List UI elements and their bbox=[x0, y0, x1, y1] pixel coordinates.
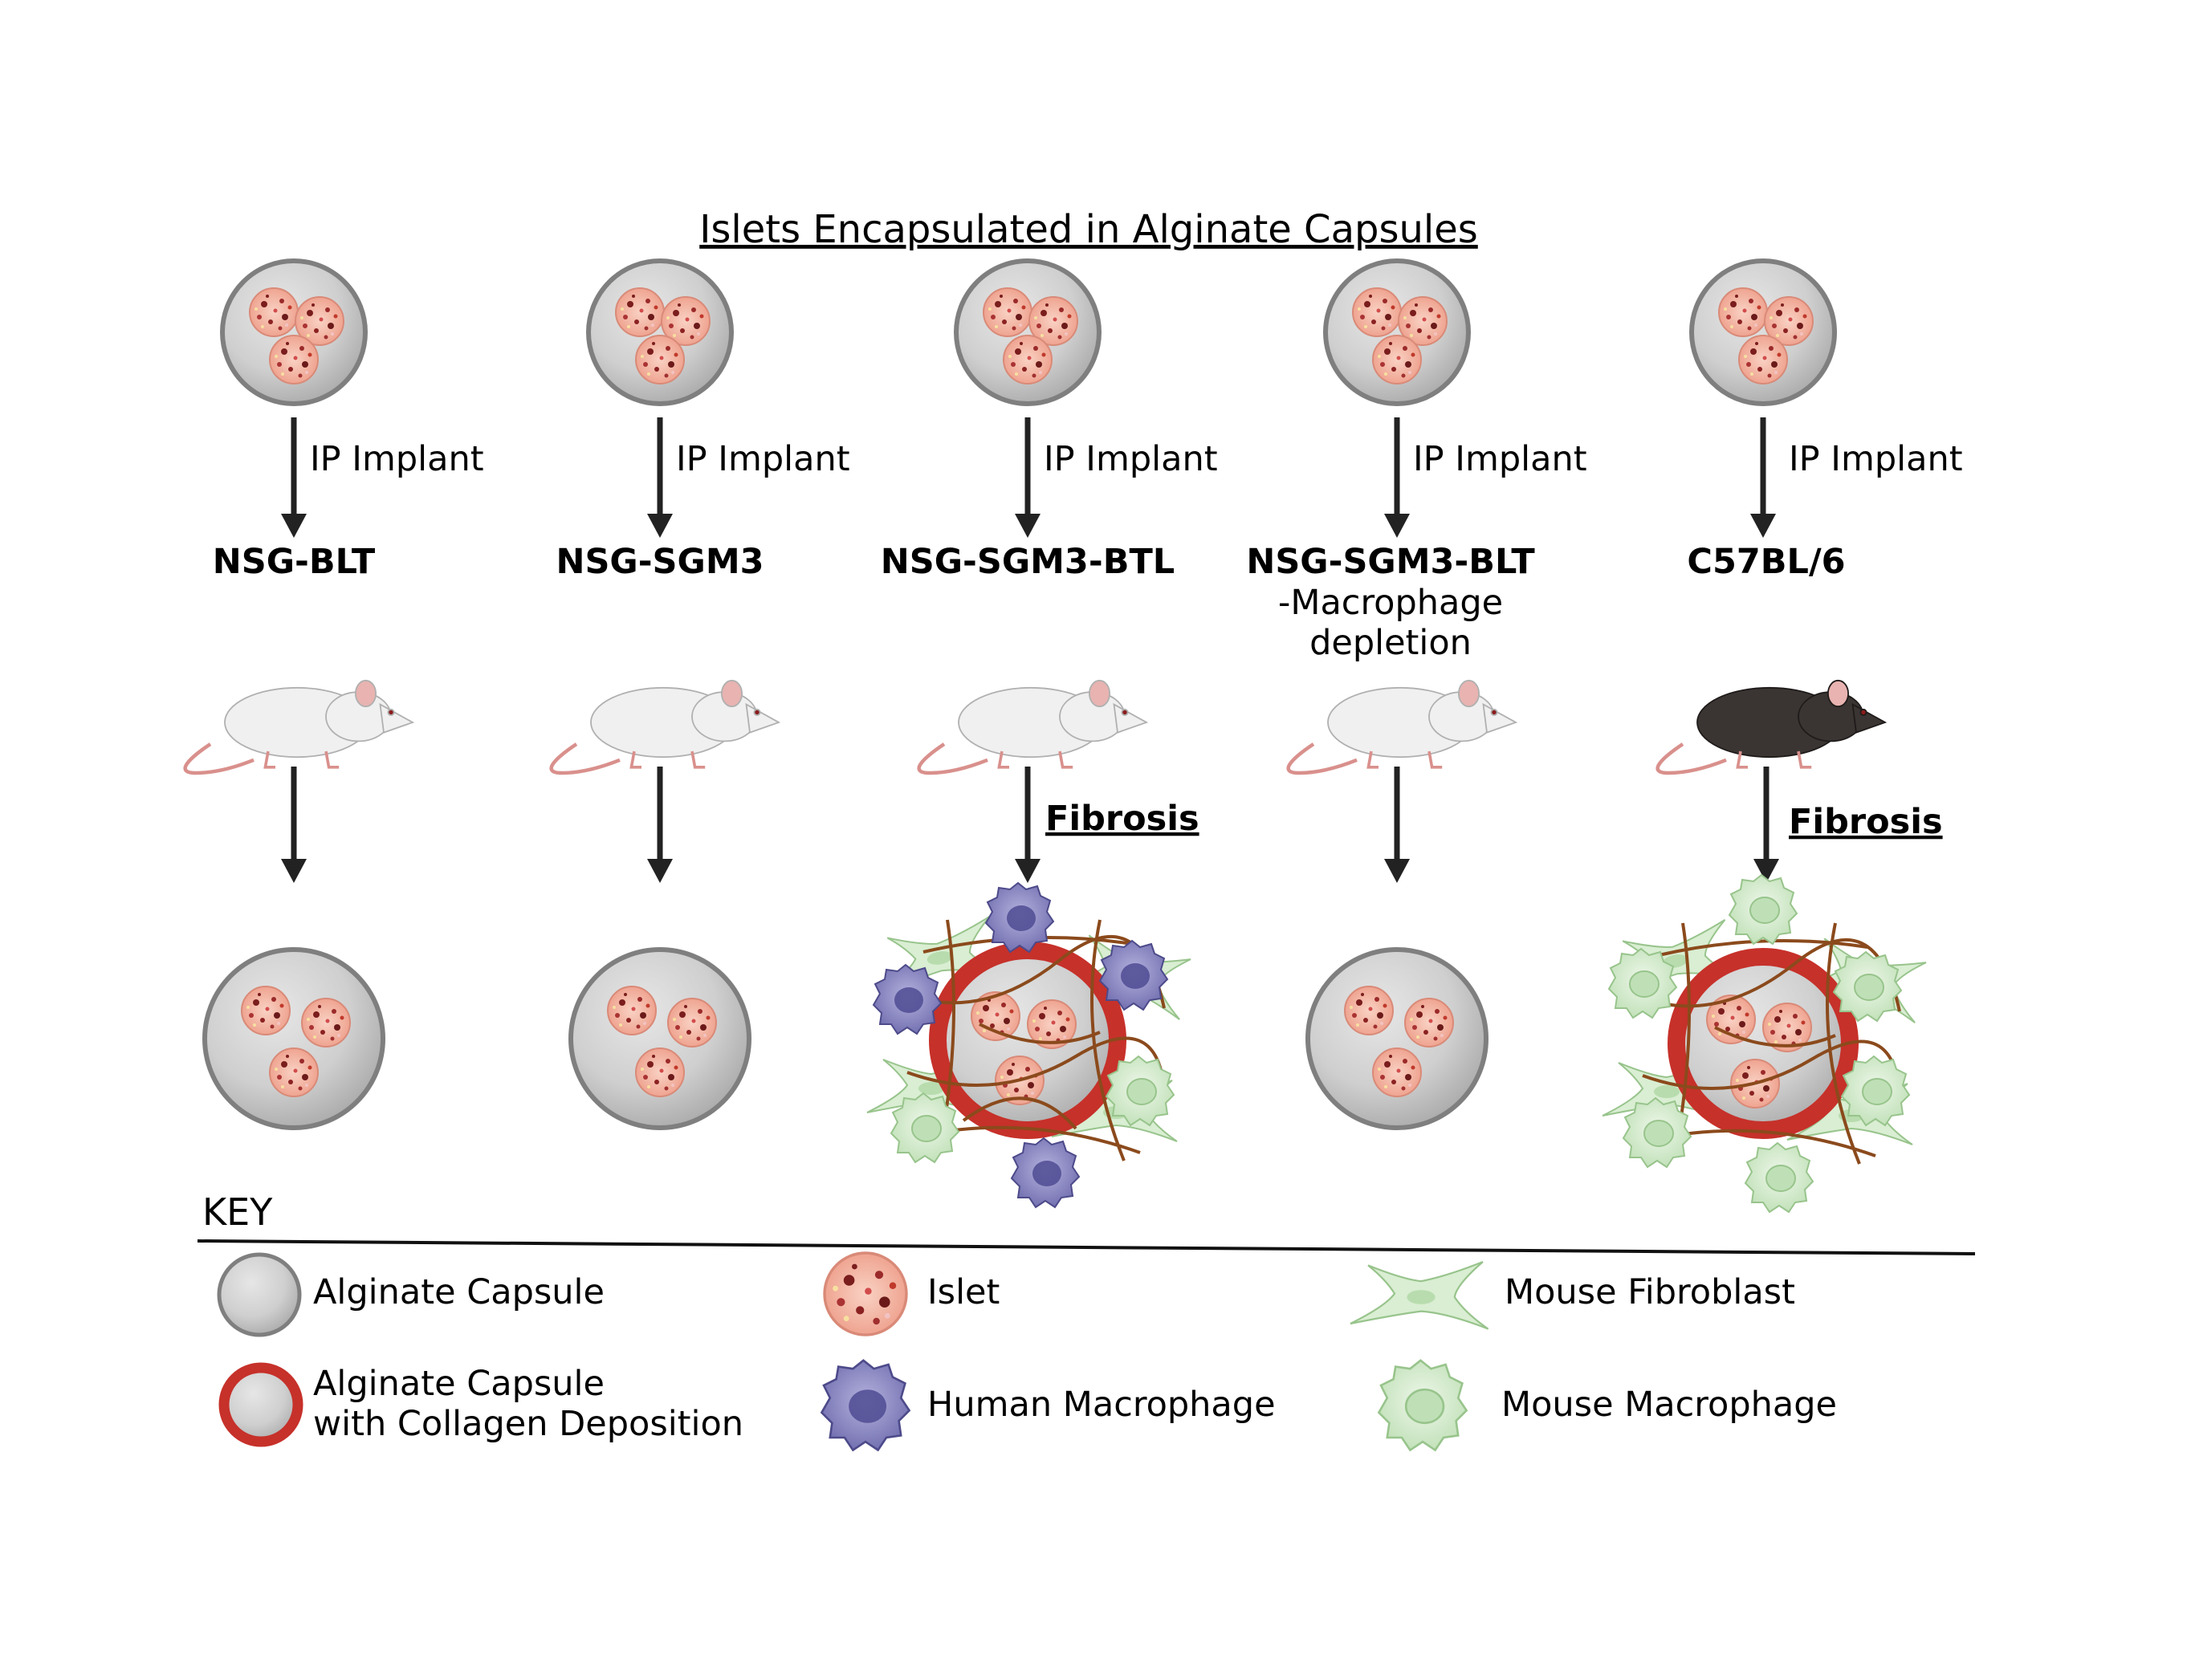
column-1: IP Implant NSG-BLT bbox=[185, 261, 484, 1128]
outcome-arrowhead-5 bbox=[1753, 859, 1779, 883]
collagen-fibers bbox=[1634, 922, 1901, 1165]
key-collagen-label-line2: with Collagen Deposition bbox=[313, 1404, 743, 1444]
strain-label-2: NSG-SGM3 bbox=[556, 542, 764, 582]
column-5: IP Implant C57BL/6 Fibrosis bbox=[1602, 261, 1963, 1213]
fibrosis-label-5: Fibrosis bbox=[1789, 802, 1943, 842]
human-macrophage bbox=[1011, 1137, 1080, 1208]
result-capsule-1 bbox=[205, 950, 383, 1128]
implant-label-3: IP Implant bbox=[1044, 439, 1218, 479]
key-islet-label: Islet bbox=[927, 1272, 1000, 1312]
human-macrophage bbox=[873, 964, 942, 1035]
strain-label-3: NSG-SGM3-BTL bbox=[881, 542, 1175, 582]
implant-arrowhead-3 bbox=[1015, 514, 1041, 538]
result-capsule-2 bbox=[571, 950, 749, 1128]
mouse-macrophage bbox=[1745, 1142, 1814, 1213]
fibrotic-capsule-3 bbox=[866, 882, 1196, 1208]
key-islet-icon bbox=[823, 1251, 908, 1336]
strain-label-1: NSG-BLT bbox=[213, 542, 376, 582]
implant-label-4: IP Implant bbox=[1413, 439, 1587, 479]
key-mouse-macrophage-label: Mouse Macrophage bbox=[1501, 1385, 1837, 1425]
key-title: KEY bbox=[202, 1190, 273, 1234]
strain-label-5: C57BL/6 bbox=[1687, 542, 1845, 582]
black-mouse-5 bbox=[1658, 681, 1885, 773]
implant-label-5: IP Implant bbox=[1789, 439, 1963, 479]
result-capsule-4 bbox=[1308, 950, 1486, 1128]
mouse-macrophage bbox=[1729, 874, 1798, 945]
key-mouse-fibroblast-icon bbox=[1349, 1260, 1489, 1330]
white-mouse-3 bbox=[919, 681, 1146, 773]
outcome-arrowhead-2 bbox=[647, 859, 673, 883]
key-mouse-fibroblast-label: Mouse Fibroblast bbox=[1505, 1272, 1795, 1312]
white-mouse-4 bbox=[1289, 681, 1516, 773]
key-collagen-capsule-icon bbox=[218, 1362, 303, 1447]
outcome-arrowhead-1 bbox=[281, 859, 307, 883]
implant-arrowhead-1 bbox=[281, 514, 307, 538]
key-human-macrophage-label: Human Macrophage bbox=[927, 1385, 1276, 1425]
strain-sub-label-4a: -Macrophage bbox=[1278, 583, 1503, 623]
top-capsule-4 bbox=[1326, 261, 1468, 404]
key-alginate-capsule-label: Alginate Capsule bbox=[313, 1272, 605, 1312]
white-mouse-1 bbox=[185, 681, 413, 773]
key-alginate-capsule-icon bbox=[217, 1252, 302, 1337]
implant-label-2: IP Implant bbox=[676, 439, 850, 479]
page-title: Islets Encapsulated in Alginate Capsules bbox=[699, 207, 1478, 252]
column-4: IP Implant NSG-SGM3-BLT -Macrophage depl… bbox=[1246, 261, 1587, 1128]
implant-label-1: IP Implant bbox=[310, 439, 484, 479]
key-divider bbox=[197, 1239, 1976, 1255]
outcome-arrowhead-3 bbox=[1015, 859, 1041, 883]
top-capsule-1 bbox=[222, 261, 365, 404]
key-section: KEY Alginate Capsule Alginate Capsule wi… bbox=[197, 1190, 1976, 1451]
key-human-macrophage-icon bbox=[821, 1359, 910, 1451]
key-mouse-macrophage-icon bbox=[1378, 1359, 1468, 1451]
outcome-arrowhead-4 bbox=[1384, 859, 1410, 883]
implant-arrowhead-4 bbox=[1384, 514, 1410, 538]
fibrosis-label-3: Fibrosis bbox=[1045, 799, 1199, 839]
top-capsule-2 bbox=[588, 261, 731, 404]
key-collagen-label-line1: Alginate Capsule bbox=[313, 1364, 605, 1404]
white-mouse-2 bbox=[552, 681, 779, 773]
column-2: IP Implant NSG-SGM3 bbox=[552, 261, 850, 1128]
top-capsule-3 bbox=[956, 261, 1099, 404]
top-capsule-5 bbox=[1692, 261, 1835, 404]
strain-sub-label-4b: depletion bbox=[1309, 623, 1472, 663]
implant-arrowhead-5 bbox=[1750, 514, 1776, 538]
strain-label-4: NSG-SGM3-BLT bbox=[1246, 542, 1535, 582]
column-3: IP Implant NSG-SGM3-BTL Fibrosis bbox=[866, 261, 1218, 1208]
implant-arrowhead-2 bbox=[647, 514, 673, 538]
fibrotic-capsule-5 bbox=[1602, 874, 1932, 1213]
human-macrophage bbox=[985, 882, 1054, 953]
